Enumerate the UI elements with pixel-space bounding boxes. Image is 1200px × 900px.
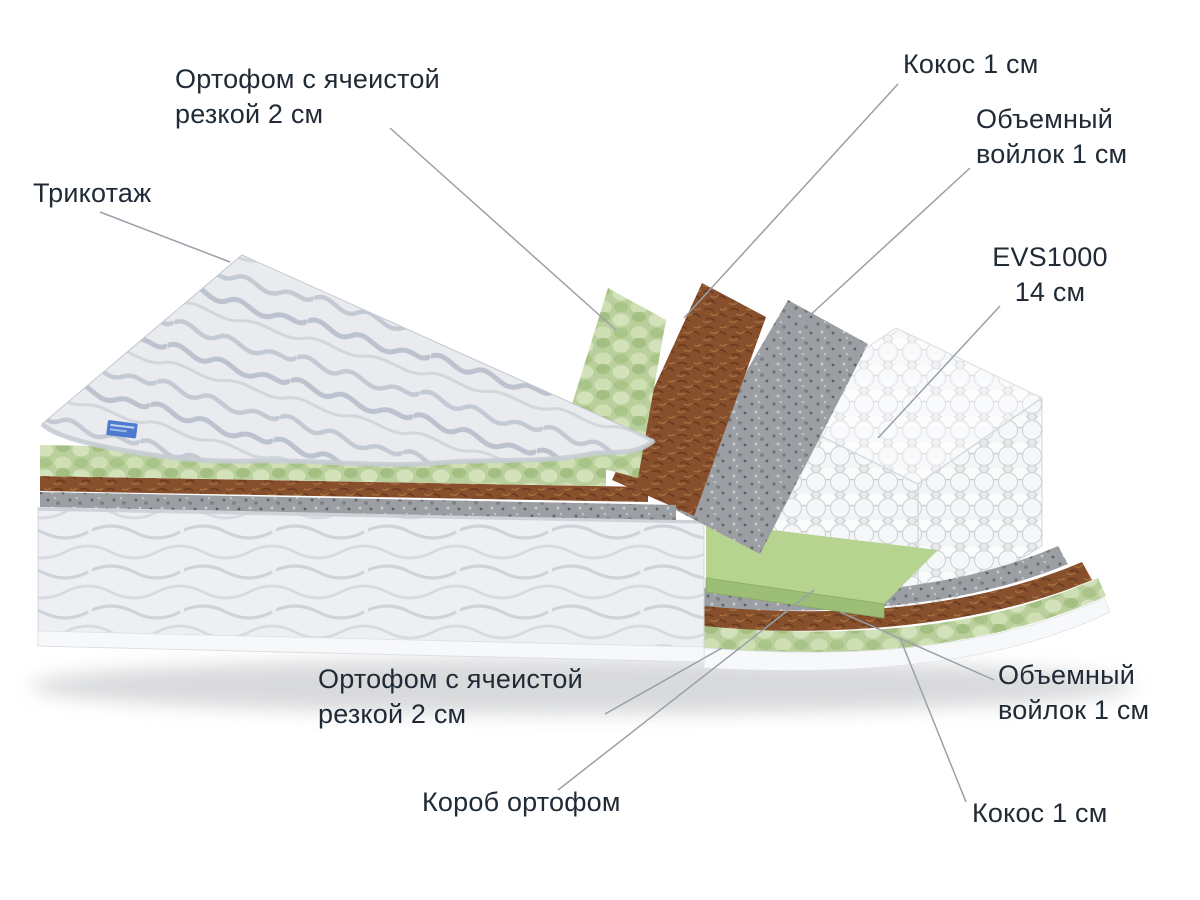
label-ortofoam-top: Ортофом с ячеистой резкой 2 см <box>175 64 440 130</box>
leader-voylok-bottom <box>839 611 995 681</box>
label-kokos-bottom: Кокос 1 см <box>972 798 1108 828</box>
layer-felt-top-band <box>40 492 676 520</box>
leader-kokos-bottom <box>899 637 967 803</box>
fabric-tag <box>106 420 138 439</box>
label-korob: Короб ортофом <box>422 787 621 817</box>
mattress-base-border-right <box>703 597 1111 671</box>
mattress-shadow <box>30 658 1134 714</box>
label-evs1000: EVS1000 14 см <box>992 242 1108 308</box>
layer-coconut-top <box>612 283 766 516</box>
leader-evs <box>877 305 1001 439</box>
leader-lines <box>99 83 1001 803</box>
layer-coconut-top-band <box>40 476 648 502</box>
layer-coconut-bottom <box>704 562 1092 631</box>
label-voylok-top: Объемный войлок 1 см <box>976 104 1128 170</box>
mattress-body <box>37 507 705 663</box>
leader-ortofoam-bottom <box>604 647 723 715</box>
layer-felt-top <box>668 300 868 554</box>
mattress-base-border-left <box>37 630 705 663</box>
label-voylok-bottom: Объемный войлок 1 см <box>998 660 1150 726</box>
leader-korob <box>557 589 815 791</box>
leader-kokos-top <box>683 83 899 319</box>
leader-voylok-top <box>793 167 971 331</box>
label-trikotazh: Трикотаж <box>33 178 152 208</box>
layer-foam-eggcrate-bottom <box>704 578 1106 654</box>
label-ortofoam-bottom: Ортофом с ячеистой резкой 2 см <box>318 664 583 730</box>
layer-knit-cover <box>40 254 656 468</box>
label-kokos-top: Кокос 1 см <box>903 49 1039 79</box>
leader-trikotazh <box>99 211 231 263</box>
leader-ortofoam-top <box>389 127 617 331</box>
